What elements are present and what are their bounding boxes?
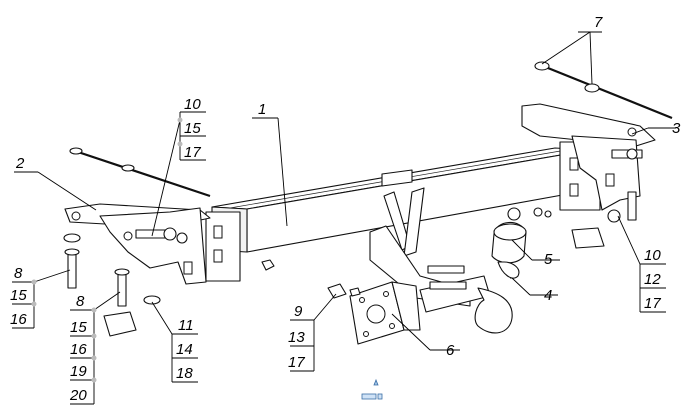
- callout-17-b: 17: [184, 144, 201, 161]
- wiring-cables: [69, 61, 673, 198]
- callout-13: 13: [288, 329, 305, 346]
- callout-10-b: 10: [644, 247, 661, 264]
- callout-15-c: 15: [70, 319, 87, 336]
- callout-18: 18: [176, 365, 193, 382]
- callout-3: 3: [672, 120, 681, 137]
- callout-8-a: 8: [14, 265, 23, 282]
- tow-ball-assembly: [369, 187, 527, 334]
- socket-plate: [349, 281, 421, 345]
- blue-socket-marker-icon: [361, 378, 383, 400]
- callout-14: 14: [176, 341, 193, 358]
- loose-hardware: [63, 148, 643, 337]
- callout-labels: 1 2 3 4 5 6 7 9 13 17 10 15 17 10 12 17 …: [10, 14, 681, 404]
- callout-15-a: 15: [184, 120, 201, 137]
- callout-19: 19: [70, 363, 87, 380]
- callout-5: 5: [544, 251, 553, 268]
- callout-16-b: 16: [70, 341, 87, 358]
- callout-10-a: 10: [184, 96, 201, 113]
- callout-12: 12: [644, 271, 661, 288]
- callout-6: 6: [446, 342, 455, 359]
- callout-7: 7: [594, 14, 603, 31]
- callout-4: 4: [544, 287, 552, 304]
- callout-8-b: 8: [76, 293, 85, 310]
- callout-2: 2: [15, 155, 25, 172]
- callout-11: 11: [178, 317, 194, 334]
- callout-17-a: 17: [288, 354, 305, 371]
- leader-lines: [12, 31, 676, 405]
- callout-1: 1: [258, 101, 266, 118]
- callout-20: 20: [69, 387, 87, 404]
- left-side-bracket: [64, 203, 211, 285]
- callout-17-c: 17: [644, 295, 661, 312]
- callout-15-b: 15: [10, 287, 27, 304]
- callout-9: 9: [294, 303, 303, 320]
- callout-16-a: 16: [10, 311, 27, 328]
